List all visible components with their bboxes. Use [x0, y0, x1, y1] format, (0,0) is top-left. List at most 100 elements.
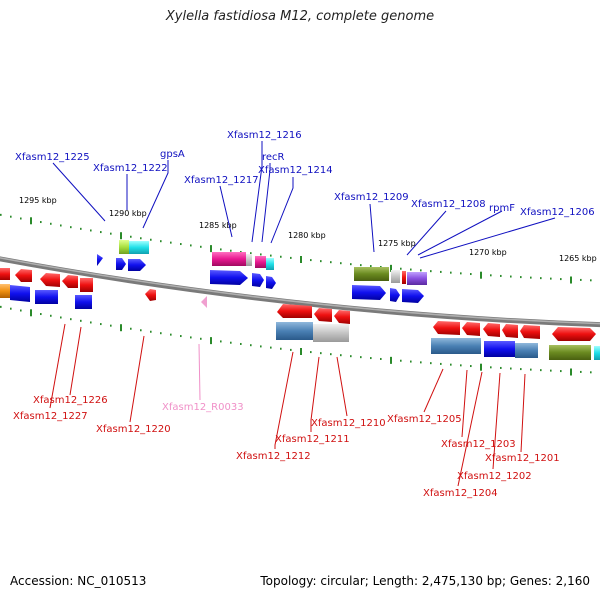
gene-1201[interactable] [515, 343, 538, 358]
minor-tick [540, 277, 542, 280]
label-1222[interactable]: Xfasm12_1222 [93, 163, 168, 174]
minor-tick [40, 313, 42, 316]
gene-1225[interactable] [97, 254, 103, 266]
gene-1226b[interactable] [62, 275, 78, 288]
minor-tick [500, 366, 502, 369]
label-1225[interactable]: Xfasm12_1225 [15, 152, 90, 163]
gene-recR[interactable] [255, 256, 266, 268]
gene-1224[interactable] [116, 258, 126, 270]
label-1217[interactable]: Xfasm12_1217 [184, 175, 259, 186]
label-1216[interactable]: Xfasm12_1216 [227, 130, 302, 141]
connector-1202 [492, 372, 501, 470]
gene-1227[interactable] [80, 278, 93, 292]
label-1204[interactable]: Xfasm12_1204 [423, 488, 498, 499]
gene-1211a[interactable] [314, 308, 332, 322]
label-1206[interactable]: Xfasm12_1206 [520, 207, 595, 218]
gene-1212a[interactable] [277, 304, 312, 318]
gene-1213[interactable] [352, 285, 386, 300]
label-recR[interactable]: recR [262, 152, 285, 163]
gene-rpmF[interactable] [402, 271, 406, 284]
gene-1211[interactable] [313, 324, 349, 342]
label-1208[interactable]: Xfasm12_1208 [411, 199, 486, 210]
gene-R0033[interactable] [201, 296, 207, 308]
connector-1203 [461, 369, 468, 438]
label-1220[interactable]: Xfasm12_1220 [96, 424, 171, 435]
label-1210[interactable]: Xfasm12_1210 [311, 418, 386, 429]
minor-tick [160, 332, 162, 335]
major-tick [120, 232, 122, 240]
minor-tick [590, 371, 592, 374]
gene-1198[interactable] [594, 346, 600, 360]
forward-genes[interactable] [97, 240, 427, 303]
gene-1203a[interactable] [483, 323, 500, 337]
label-1202[interactable]: Xfasm12_1202 [457, 471, 532, 482]
label-gpsA[interactable]: gpsA [160, 149, 185, 160]
gene-1212[interactable] [276, 322, 313, 340]
label-1226[interactable]: Xfasm12_1226 [33, 395, 108, 406]
minor-tick [190, 336, 192, 339]
minor-tick [400, 267, 402, 270]
label-1209[interactable]: Xfasm12_1209 [334, 192, 409, 203]
gene-1205a[interactable] [433, 321, 460, 335]
gene-1208[interactable] [391, 270, 400, 283]
minor-tick [200, 245, 202, 248]
minor-tick [250, 344, 252, 347]
minor-tick [490, 274, 492, 277]
minor-tick [240, 342, 242, 345]
gene-1215[interactable] [266, 276, 276, 289]
gene-1199[interactable] [549, 345, 591, 360]
gene-1219[interactable] [210, 270, 248, 285]
label-1214[interactable]: Xfasm12_1214 [258, 165, 333, 176]
minor-tick [500, 274, 502, 277]
gene-1207b[interactable] [402, 289, 424, 303]
minor-tick [280, 347, 282, 350]
label-R0033[interactable]: Xfasm12_R0033 [162, 402, 244, 413]
gene-1209[interactable] [354, 267, 389, 281]
gene-1233[interactable] [75, 295, 92, 309]
gene-1229[interactable] [0, 268, 10, 280]
gene-1218[interactable] [252, 273, 264, 287]
minor-tick [360, 356, 362, 359]
minor-tick [220, 340, 222, 343]
gene-1232[interactable] [35, 290, 58, 304]
label-1211[interactable]: Xfasm12_1211 [275, 434, 350, 445]
label-rpmF[interactable]: rpmF [489, 203, 515, 214]
label-1201[interactable]: Xfasm12_1201 [485, 453, 560, 464]
gene-1217[interactable] [212, 252, 246, 266]
gene-1205[interactable] [431, 338, 481, 354]
gene-1216[interactable] [246, 254, 252, 266]
gene-1222[interactable] [119, 240, 129, 254]
minor-tick [150, 330, 152, 333]
minor-tick [50, 314, 52, 317]
gene-1200[interactable] [552, 327, 596, 341]
gene-1204a[interactable] [462, 322, 480, 336]
gene-1202a[interactable] [502, 324, 518, 338]
minor-tick [370, 265, 372, 268]
gene-1226a[interactable] [40, 273, 60, 287]
gene-1207a[interactable] [390, 288, 400, 302]
label-1212[interactable]: Xfasm12_1212 [236, 451, 311, 462]
gene-1210a[interactable] [334, 310, 350, 324]
minor-tick [110, 324, 112, 327]
reverse-genes[interactable] [0, 268, 600, 360]
connector-1217 [219, 185, 233, 238]
gene-1220[interactable] [145, 289, 156, 301]
gene-1206[interactable] [407, 272, 427, 285]
minor-tick [90, 229, 92, 232]
minor-tick [40, 221, 42, 224]
minor-tick [520, 276, 522, 279]
gene-gpsA[interactable] [129, 241, 149, 254]
label-1205[interactable]: Xfasm12_1205 [387, 414, 462, 425]
gene-1214[interactable] [266, 258, 274, 270]
minor-tick [410, 268, 412, 271]
label-connectors [49, 141, 556, 487]
gene-1203[interactable] [484, 341, 515, 357]
connector-1208 [406, 210, 447, 256]
gene-1230[interactable] [0, 284, 10, 298]
gene-1223[interactable] [128, 259, 146, 271]
gene-1231[interactable] [10, 285, 30, 302]
gene-1228[interactable] [15, 269, 32, 282]
gene-1201a[interactable] [520, 325, 540, 339]
label-1227[interactable]: Xfasm12_1227 [13, 411, 88, 422]
label-1203[interactable]: Xfasm12_1203 [441, 439, 516, 450]
